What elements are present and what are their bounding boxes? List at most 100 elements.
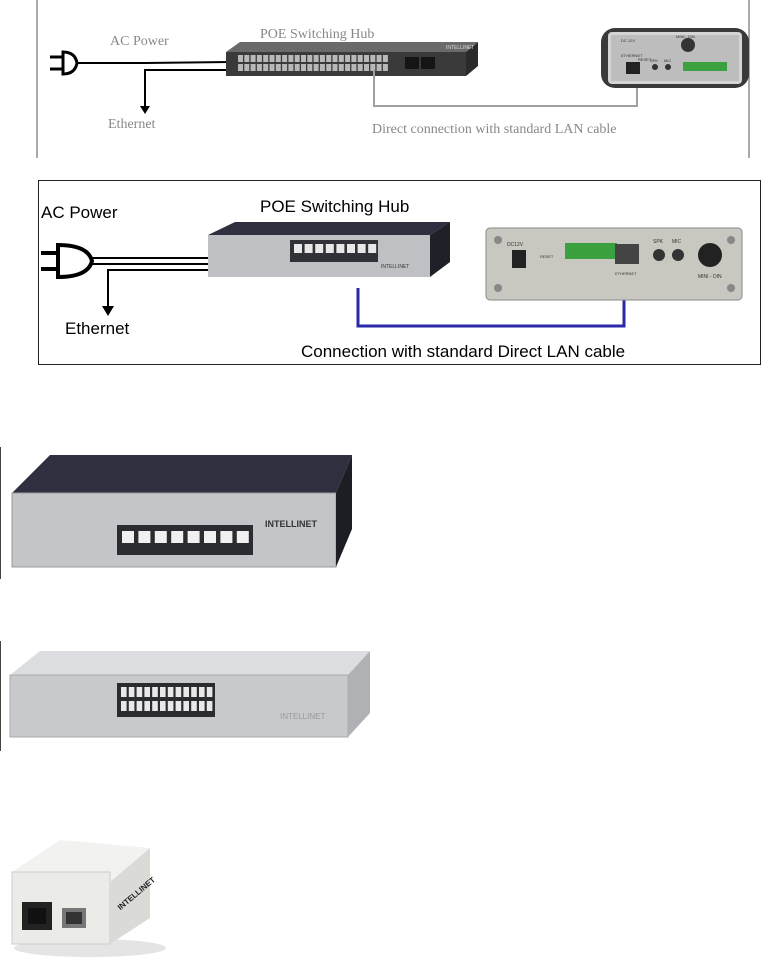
port-hub2-ports-0-5: [347, 244, 355, 253]
port-hub1-ports-0-7: [282, 55, 288, 62]
port-photo24-ports-1-2: [136, 701, 143, 711]
port-hub2-ports-0-3: [325, 244, 334, 253]
port-photo24-ports-0-8: [183, 687, 189, 697]
port-hub1-ports-0-19: [357, 55, 363, 62]
hub-brand-label: INTELLINET: [381, 264, 409, 270]
camera-device-back: [601, 28, 749, 88]
photo-8port-switch: INTELLINET: [0, 447, 360, 579]
port-hub1-ports-0-8: [288, 55, 294, 62]
port-photo8-ports-0-1: [138, 531, 151, 543]
port-photo24-ports-1-4: [152, 701, 158, 711]
port-photo24-ports-1-9: [191, 701, 197, 711]
port-hub1-ports-0-12: [313, 55, 319, 62]
port-hub1-ports-0-2: [250, 55, 256, 62]
device-minidin-label: MINI - DIN: [698, 274, 722, 280]
device-spk-label: SPK: [650, 58, 658, 63]
device-minidin-label: MINI - DIN: [676, 34, 695, 39]
port-hub1-ports-0-21: [370, 55, 376, 62]
port-photo8-ports-0-5: [204, 531, 216, 543]
port-hub1-ports-0-11: [307, 55, 313, 62]
port-hub1-ports-0-4: [263, 55, 269, 62]
port-hub1-ports-1-4: [263, 64, 269, 71]
port-photo24-ports-1-11: [206, 701, 213, 711]
port-hub1-ports-1-22: [376, 64, 382, 71]
device-dc12v-label: DC 12V: [621, 38, 635, 43]
port-photo24-ports-0-0: [121, 687, 127, 697]
port-photo24-ports-1-10: [199, 701, 205, 711]
port-photo24-ports-1-3: [144, 701, 150, 711]
port-photo24-ports-0-4: [152, 687, 158, 697]
port-hub1-ports-0-5: [269, 55, 275, 62]
port-hub1-ports-0-0: [238, 55, 243, 62]
port-photo24-ports-1-1: [128, 701, 135, 711]
port-hub1-ports-1-8: [288, 64, 294, 71]
device-mic-label: MIC: [672, 239, 682, 245]
device-mic-label: MIC: [664, 58, 671, 63]
port-hub1-ports-1-21: [370, 64, 376, 71]
diagram-boxed: INTELLINET AC Power POE Switching Hub Et…: [38, 180, 762, 366]
port-photo24-ports-1-0: [121, 701, 127, 711]
device-dc12v-label: DC12V: [507, 242, 524, 248]
device-ethernet-label: ETHERNET: [621, 53, 643, 58]
ac-power-label: AC Power: [41, 203, 118, 222]
port-photo24-ports-0-11: [206, 687, 213, 697]
port-hub1-ports-1-7: [282, 64, 288, 71]
port-hub1-ports-1-12: [313, 64, 319, 71]
port-hub1-ports-1-13: [319, 64, 325, 71]
port-hub1-ports-1-2: [250, 64, 256, 71]
diagram-top-svg: AC Power POE Switching Hub Ethernet Dire…: [36, 0, 750, 158]
port-hub2-ports-0-4: [336, 244, 345, 253]
port-hub1-ports-1-19: [357, 64, 363, 71]
ac-power-label: AC Power: [110, 34, 169, 49]
port-photo24-ports-1-5: [160, 701, 166, 711]
port-hub2-ports-0-6: [357, 244, 366, 253]
port-hub2-ports-0-2: [315, 244, 324, 253]
port-hub1-ports-1-14: [326, 64, 332, 71]
encoder-device-panel: [485, 227, 743, 301]
direct-connection-label: Direct connection with standard LAN cabl…: [372, 122, 617, 137]
port-hub1-ports-0-17: [345, 55, 351, 62]
port-hub1-ports-0-18: [351, 55, 357, 62]
port-hub1-ports-1-15: [332, 64, 338, 71]
port-hub1-ports-0-14: [326, 55, 332, 62]
port-photo8-ports-0-6: [220, 531, 233, 543]
port-photo8-ports-0-0: [122, 531, 134, 543]
port-hub1-ports-0-15: [332, 55, 338, 62]
hub-title-label: POE Switching Hub: [260, 27, 374, 42]
port-hub1-ports-1-20: [364, 64, 369, 71]
port-photo24-ports-0-2: [136, 687, 143, 697]
port-photo24-ports-0-5: [160, 687, 166, 697]
port-hub1-ports-0-13: [319, 55, 325, 62]
port-hub1-ports-0-1: [244, 55, 250, 62]
port-hub1-ports-1-23: [382, 64, 388, 71]
port-hub1-ports-1-9: [294, 64, 300, 71]
port-photo24-ports-0-9: [191, 687, 197, 697]
ethernet-label: Ethernet: [65, 319, 130, 338]
port-hub1-ports-1-0: [238, 64, 243, 71]
port-hub1-ports-0-16: [338, 55, 344, 62]
hub-title-label: POE Switching Hub: [260, 197, 409, 216]
direct-lan-connection-label: Connection with standard Direct LAN cabl…: [301, 342, 625, 361]
port-hub1-ports-0-6: [275, 55, 281, 62]
port-hub1-ports-0-23: [382, 55, 388, 62]
ac-plug-icon: [50, 50, 79, 76]
ac-plug-icon: [41, 242, 95, 280]
port-hub1-ports-1-11: [307, 64, 313, 71]
device-reset-label: RESET: [638, 57, 652, 62]
port-photo8-ports-0-7: [236, 531, 249, 543]
port-hub1-ports-1-6: [275, 64, 281, 71]
port-photo24-ports-0-10: [199, 687, 205, 697]
port-photo24-ports-0-7: [175, 687, 182, 697]
port-photo24-ports-1-6: [167, 701, 174, 711]
photo-24port-switch: INTELLINET: [0, 641, 372, 751]
port-hub1-ports-1-17: [345, 64, 351, 71]
port-photo24-ports-0-3: [144, 687, 150, 697]
ethernet-label: Ethernet: [108, 117, 156, 132]
port-photo24-ports-0-1: [128, 687, 135, 697]
port-hub2-ports-0-1: [304, 244, 313, 253]
port-hub1-ports-1-10: [301, 64, 306, 71]
photo-poe-injector: INTELLINET: [0, 820, 170, 957]
device-spk-label: SPK: [653, 239, 664, 245]
port-hub1-ports-0-3: [256, 55, 262, 62]
hub-brand-label: INTELLINET: [446, 45, 474, 51]
